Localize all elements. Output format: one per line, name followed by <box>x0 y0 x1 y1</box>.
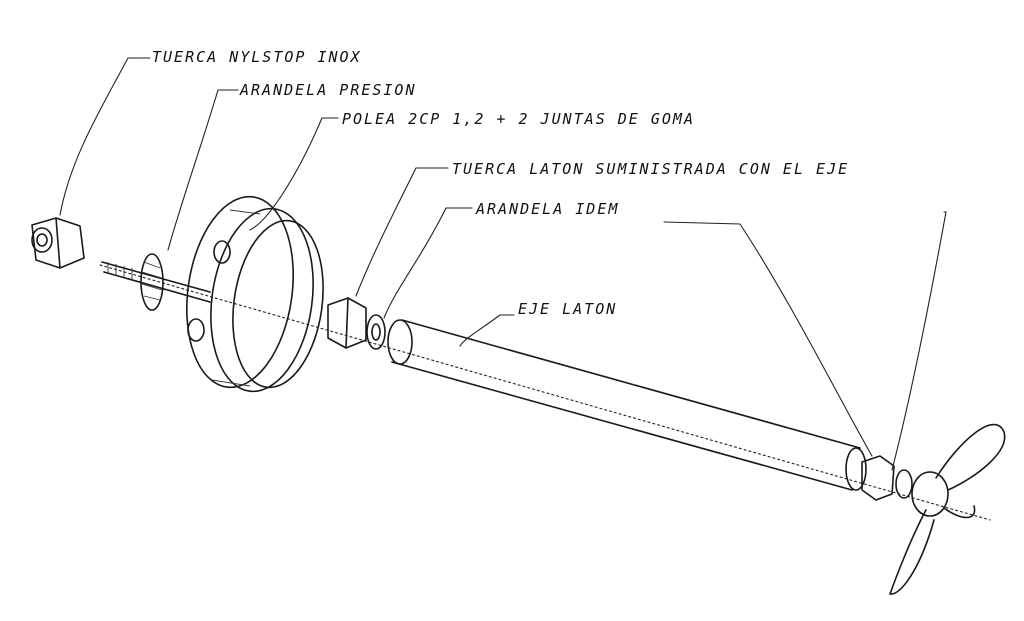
nylstop-nut <box>31 217 85 269</box>
rear-nut-washer <box>861 455 913 501</box>
propeller <box>889 423 1006 595</box>
pulley <box>186 195 324 393</box>
label-eje-laton: EJE LATON <box>518 300 617 318</box>
label-tuerca-laton: TUERCA LATON SUMINISTRADA CON EL EJE <box>452 160 849 178</box>
label-polea: POLEA 2CP 1,2 + 2 JUNTAS DE GOMA <box>342 110 695 128</box>
label-arandela-idem: ARANDELA IDEM <box>475 200 619 218</box>
label-nylstop: TUERCA NYLSTOP INOX <box>152 48 362 66</box>
threaded-bolt-end <box>101 261 211 303</box>
brass-nut-front <box>327 297 367 349</box>
lock-washer <box>140 253 164 311</box>
washer-front <box>366 314 386 350</box>
leader-lines <box>59 57 947 471</box>
shaft-axis-line <box>99 264 991 521</box>
brass-shaft-tube <box>387 319 867 491</box>
label-arandela-presion: ARANDELA PRESION <box>239 81 417 99</box>
